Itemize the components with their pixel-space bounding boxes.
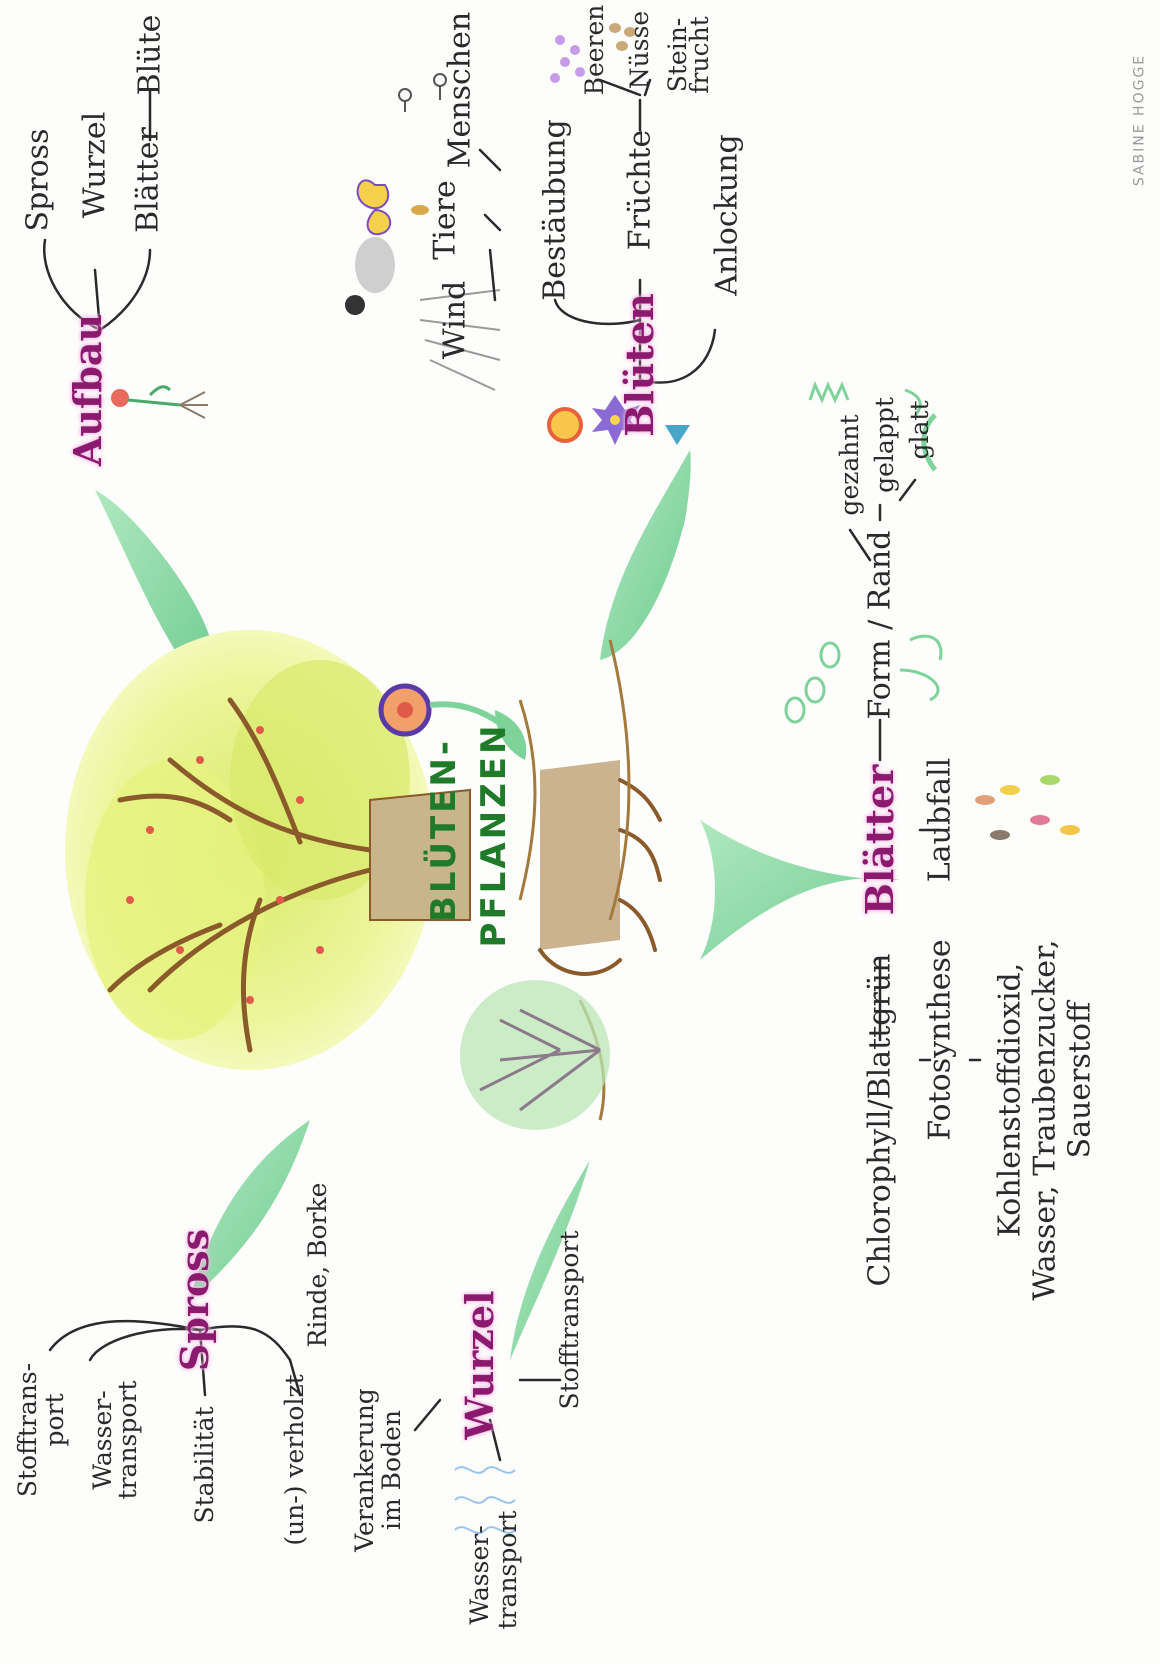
blaetter-gelappt: gelappt bbox=[872, 397, 898, 493]
spross-stabilitaet: Stabilität bbox=[192, 1406, 218, 1523]
blueten-anlockung: Anlockung bbox=[711, 134, 743, 295]
hub-spross: Spross bbox=[175, 1229, 215, 1371]
blaetter-chlorophyll: Chlorophyll/Blattgrün bbox=[864, 954, 896, 1287]
wurzel-stofftransport: Stofftransport bbox=[557, 1231, 583, 1410]
spross-rinde: Rinde, Borke bbox=[305, 1183, 331, 1348]
hub-wurzel: Wurzel bbox=[460, 1291, 500, 1440]
spross-stofftransport-line2: port bbox=[42, 1393, 68, 1446]
blaetter-stoffe-line2: Wasser, Traubenzucker, bbox=[1029, 939, 1061, 1300]
blueten-wind: Wind bbox=[439, 281, 471, 359]
blueten-steinfrucht-line2: frucht bbox=[687, 16, 713, 93]
blaetter-gezahnt: gezahnt bbox=[837, 414, 863, 515]
blaetter-form-rand: Form / Rand bbox=[864, 531, 896, 720]
spross-stofftransport-line1: Stofftrans- bbox=[15, 1363, 41, 1497]
blaetter-stoffe-line3: Sauerstoff bbox=[1064, 1002, 1096, 1159]
spross-verholzt: (un-) verholzt bbox=[282, 1374, 308, 1545]
aufbau-bluete: Blüte bbox=[134, 15, 166, 96]
wurzel-verankerung-line1: Verankerung bbox=[352, 1388, 378, 1552]
wurzel-wassertransport-line1: Wasser- bbox=[467, 1525, 493, 1624]
plant-diagram-icon bbox=[111, 387, 208, 418]
blaetter-glatt: glatt bbox=[907, 401, 933, 460]
aufbau-spross: Spross bbox=[22, 129, 54, 232]
shrub-illustration bbox=[460, 980, 610, 1130]
blueten-menschen: Menschen bbox=[444, 12, 476, 168]
falling-leaves-sketch bbox=[975, 775, 1080, 840]
hub-blueten: Blüten bbox=[620, 293, 660, 437]
blaetter-stoffe-line1: Kohlenstoffdioxid, bbox=[994, 963, 1026, 1238]
blueten-bestaeubung: Bestäubung bbox=[539, 119, 571, 301]
center-title-line2: PFLANZEN bbox=[477, 723, 513, 948]
blaetter-laubfall: Laubfall bbox=[924, 758, 956, 883]
spross-wassertransport-line2: transport bbox=[115, 1381, 141, 1500]
leaf-connector-blueten bbox=[600, 450, 691, 660]
blueten-nuesse: Nüsse bbox=[627, 11, 653, 89]
wurzel-verankerung-line2: im Boden bbox=[379, 1410, 405, 1530]
blueten-tiere: Tiere bbox=[429, 180, 461, 259]
aufbau-wurzel: Wurzel bbox=[79, 112, 111, 218]
hub-aufbau: Aufbau bbox=[68, 314, 108, 466]
center-title-line1: BLÜTEN- bbox=[427, 738, 463, 922]
blueten-fruechte: Früchte bbox=[624, 130, 656, 250]
artist-signature: SABINE HOGGE bbox=[1133, 54, 1148, 186]
blaetter-fotosynthese: Fotosynthese bbox=[924, 939, 956, 1140]
hub-blaetter: Blätter bbox=[860, 765, 900, 915]
wurzel-wassertransport-line2: transport bbox=[495, 1511, 521, 1630]
blueten-beeren: Beeren bbox=[582, 5, 608, 96]
aufbau-blaetter: Blätter bbox=[132, 127, 164, 233]
